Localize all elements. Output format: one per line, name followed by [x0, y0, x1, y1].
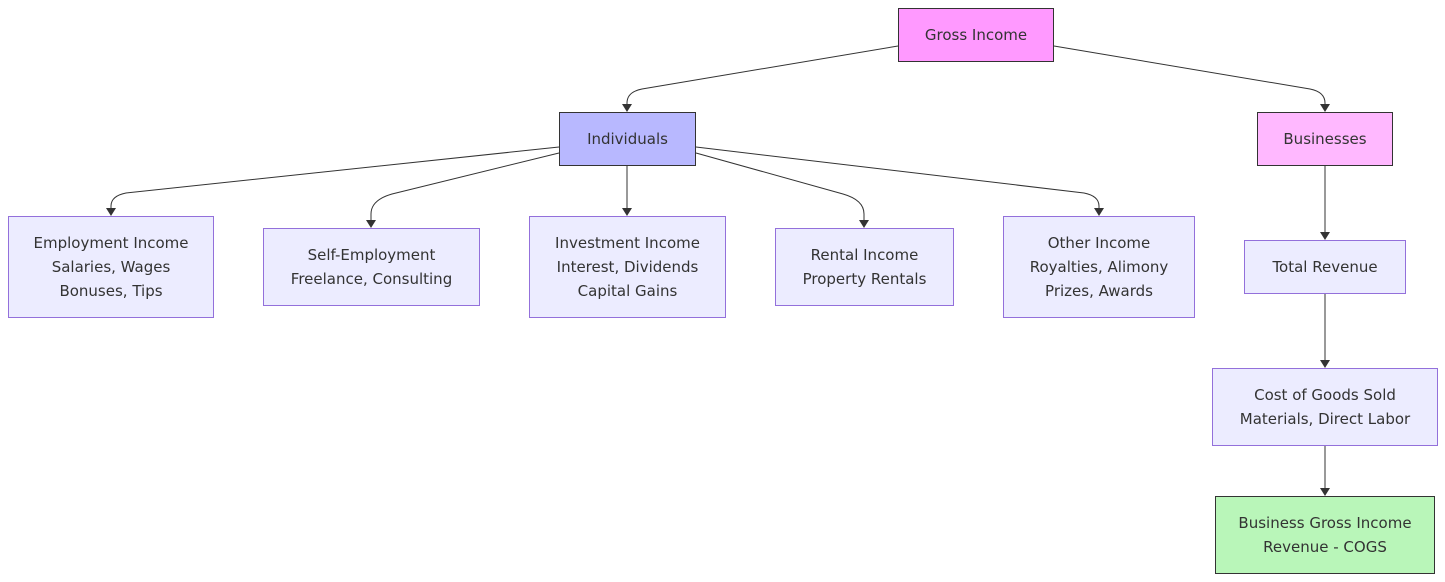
node-rental-income-line-2: Property Rentals — [802, 270, 927, 288]
node-self-employment-line-2: Freelance, Consulting — [290, 270, 453, 288]
arrowhead-businesses — [1320, 104, 1330, 112]
node-gross-income: Gross Income — [898, 8, 1054, 62]
node-total-revenue-line-1: Total Revenue — [1272, 258, 1378, 276]
node-business-gross-income-line-1: Business Gross Income — [1238, 514, 1412, 532]
node-employment-income: Employment Income Salaries, Wages Bonuse… — [8, 216, 214, 318]
node-rental-income-line-1: Rental Income — [810, 246, 919, 264]
edge-gross-income-to-individuals — [626, 45, 899, 106]
arrowhead-total-revenue — [1320, 232, 1330, 240]
node-investment-income-line-2: Interest, Dividends — [556, 258, 699, 276]
arrowhead-other-income — [1094, 208, 1104, 216]
arrowhead-investment-income — [622, 208, 632, 216]
arrowhead-employment-income — [106, 208, 116, 216]
node-employment-income-line-3: Bonuses, Tips — [59, 282, 163, 300]
node-other-income-line-1: Other Income — [1047, 234, 1151, 252]
node-self-employment-line-1: Self-Employment — [307, 246, 436, 264]
edge-gross-income-to-businesses — [1053, 45, 1326, 106]
node-business-gross-income: Business Gross Income Revenue - COGS — [1215, 496, 1435, 574]
edge-individuals-to-other-income — [695, 146, 1100, 210]
node-rental-income: Rental Income Property Rentals — [775, 228, 954, 306]
node-cost-of-goods-sold-line-1: Cost of Goods Sold — [1254, 386, 1396, 404]
arrowhead-rental-income — [859, 220, 869, 228]
node-investment-income: Investment Income Interest, Dividends Ca… — [529, 216, 726, 318]
node-other-income: Other Income Royalties, Alimony Prizes, … — [1003, 216, 1195, 318]
node-other-income-line-2: Royalties, Alimony — [1029, 258, 1169, 276]
arrowhead-individuals — [622, 104, 632, 112]
node-businesses-line-1: Businesses — [1283, 130, 1367, 148]
node-individuals-line-1: Individuals — [587, 130, 668, 148]
node-investment-income-line-3: Capital Gains — [577, 282, 678, 300]
node-investment-income-line-1: Investment Income — [555, 234, 700, 252]
node-cost-of-goods-sold: Cost of Goods Sold Materials, Direct Lab… — [1212, 368, 1438, 446]
node-employment-income-line-1: Employment Income — [33, 234, 189, 252]
arrowhead-cogs — [1320, 360, 1330, 368]
arrowhead-self-employment — [366, 220, 376, 228]
edge-individuals-to-rental-income — [695, 152, 865, 222]
node-individuals: Individuals — [559, 112, 696, 166]
edge-individuals-to-self-employment — [370, 152, 560, 222]
node-other-income-line-3: Prizes, Awards — [1045, 282, 1153, 300]
node-self-employment: Self-Employment Freelance, Consulting — [263, 228, 480, 306]
node-employment-income-line-2: Salaries, Wages — [51, 258, 171, 276]
node-cost-of-goods-sold-line-2: Materials, Direct Labor — [1239, 410, 1411, 428]
node-business-gross-income-line-2: Revenue - COGS — [1263, 538, 1387, 556]
edge-individuals-to-employment-income — [110, 146, 560, 210]
arrowhead-business-gross-income — [1320, 488, 1330, 496]
node-gross-income-line-1: Gross Income — [924, 26, 1028, 44]
node-businesses: Businesses — [1257, 112, 1393, 166]
node-total-revenue: Total Revenue — [1244, 240, 1406, 294]
